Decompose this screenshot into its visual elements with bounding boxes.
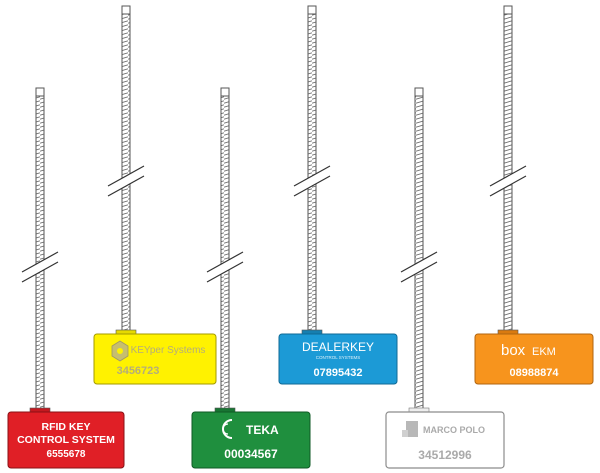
brand-line-2: EKM — [532, 346, 556, 358]
brand-line-1: TEKA — [246, 423, 279, 437]
cable-dealerkey — [293, 5, 331, 335]
tag-rfid: RFID KEY CONTROL SYSTEM 6555678 — [7, 407, 125, 469]
cable-rfid — [21, 87, 59, 413]
seal-rfid: RFID KEY CONTROL SYSTEM 6555678 — [7, 87, 125, 469]
seal-keyper: KEYper Systems 3456723 — [93, 5, 217, 385]
serial-number: 34512996 — [418, 448, 472, 462]
brand-line-1: RFID KEY — [41, 421, 90, 433]
brand-line-2: CONTROL SYSTEMS — [316, 355, 361, 360]
tag-dealerkey: DEALERKEY CONTROL SYSTEMS 07895432 — [278, 329, 398, 385]
cable-keyper — [107, 5, 145, 335]
brand-line-1: DEALERKEY — [302, 340, 374, 354]
brand-line-2: CONTROL SYSTEM — [17, 434, 115, 446]
teka-logo-icon — [222, 419, 233, 439]
serial-number: 3456723 — [117, 365, 160, 377]
brand-line-1: KEYper Systems — [131, 345, 206, 356]
seal-marcopolo: MARCO POLO 34512996 — [385, 87, 505, 469]
brand-line-1: box — [501, 342, 526, 359]
keyper-logo-icon — [111, 340, 129, 362]
brand-line-1: MARCO POLO — [423, 425, 485, 435]
serial-number: 07895432 — [314, 367, 363, 379]
serial-number: 00034567 — [224, 447, 278, 461]
tag-teka: TEKA 00034567 — [191, 407, 311, 469]
tag-marcopolo: MARCO POLO 34512996 — [385, 407, 505, 469]
cable-boxekm — [489, 5, 527, 335]
tag-boxekm: box EKM 08988874 — [474, 329, 594, 385]
tag-keyper: KEYper Systems 3456723 — [93, 329, 217, 385]
serial-number: 6555678 — [47, 449, 86, 460]
cable-marcopolo — [400, 87, 438, 413]
serial-number: 08988874 — [510, 367, 560, 379]
seal-dealerkey: DEALERKEY CONTROL SYSTEMS 07895432 — [278, 5, 398, 385]
seal-boxekm: box EKM 08988874 — [474, 5, 594, 385]
seal-teka: TEKA 00034567 — [191, 87, 311, 469]
marco-polo-logo-icon — [402, 421, 418, 437]
